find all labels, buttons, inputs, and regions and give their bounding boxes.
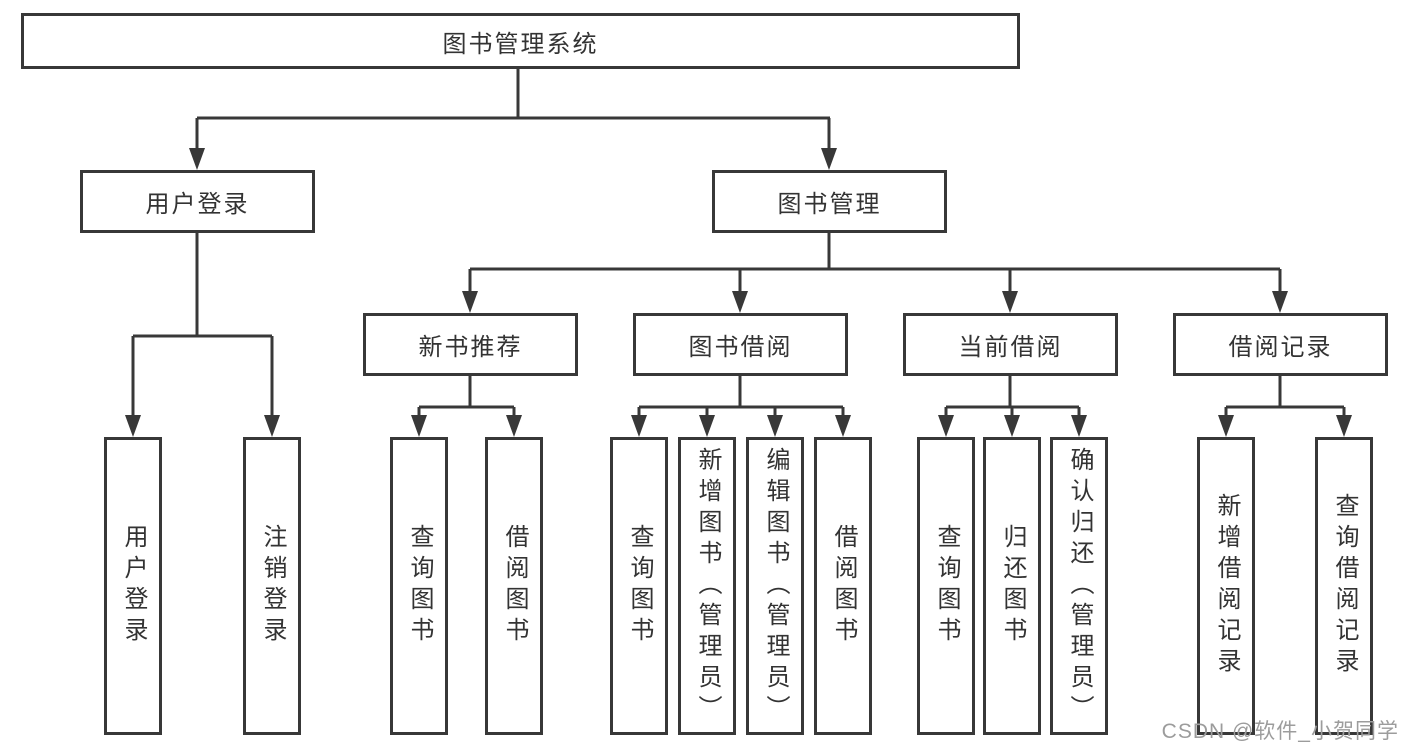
leaf-query-book-borrow-label: 查询图书 xyxy=(626,524,653,648)
leaf-logout-label: 注销登录 xyxy=(259,524,286,648)
leaf-user-login-label: 用户登录 xyxy=(120,524,147,648)
node-new-book-recommend: 新书推荐 xyxy=(363,313,578,376)
leaf-query-borrow-record: 查询借阅记录 xyxy=(1315,437,1373,735)
node-user-login: 用户登录 xyxy=(80,170,315,233)
leaf-borrow-book-recommend: 借阅图书 xyxy=(485,437,543,735)
csdn-watermark: CSDN @软件_小贺同学 xyxy=(1161,720,1399,743)
node-borrow-record: 借阅记录 xyxy=(1173,313,1388,376)
node-current-borrow: 当前借阅 xyxy=(903,313,1118,376)
leaf-add-book-admin-label: 新增图书（管理员） xyxy=(694,446,721,726)
leaf-return-book-label: 归还图书 xyxy=(999,524,1026,648)
leaf-logout: 注销登录 xyxy=(243,437,301,735)
leaf-query-book-recommend: 查询图书 xyxy=(390,437,448,735)
leaf-add-borrow-record: 新增借阅记录 xyxy=(1197,437,1255,735)
leaf-add-borrow-record-label: 新增借阅记录 xyxy=(1213,493,1240,679)
leaf-query-book-borrow: 查询图书 xyxy=(610,437,668,735)
leaf-borrow-book: 借阅图书 xyxy=(814,437,872,735)
leaf-confirm-return-admin: 确认归还（管理员） xyxy=(1050,437,1108,735)
leaf-return-book: 归还图书 xyxy=(983,437,1041,735)
leaf-query-borrow-record-label: 查询借阅记录 xyxy=(1331,493,1358,679)
leaf-query-book-recommend-label: 查询图书 xyxy=(406,524,433,648)
leaf-borrow-book-label: 借阅图书 xyxy=(830,524,857,648)
leaf-borrow-book-recommend-label: 借阅图书 xyxy=(501,524,528,648)
leaf-user-login: 用户登录 xyxy=(104,437,162,735)
leaf-query-book-current: 查询图书 xyxy=(917,437,975,735)
leaf-edit-book-admin-label: 编辑图书（管理员） xyxy=(762,446,789,726)
arrowhead-icons xyxy=(125,148,1352,437)
leaf-edit-book-admin: 编辑图书（管理员） xyxy=(746,437,804,735)
leaf-add-book-admin: 新增图书（管理员） xyxy=(678,437,736,735)
node-book-management: 图书管理 xyxy=(712,170,947,233)
leaf-confirm-return-admin-label: 确认归还（管理员） xyxy=(1066,446,1093,726)
node-root-system: 图书管理系统 xyxy=(21,13,1020,69)
connector-lines xyxy=(131,69,1346,418)
leaf-query-book-current-label: 查询图书 xyxy=(933,524,960,648)
node-book-borrow: 图书借阅 xyxy=(633,313,848,376)
